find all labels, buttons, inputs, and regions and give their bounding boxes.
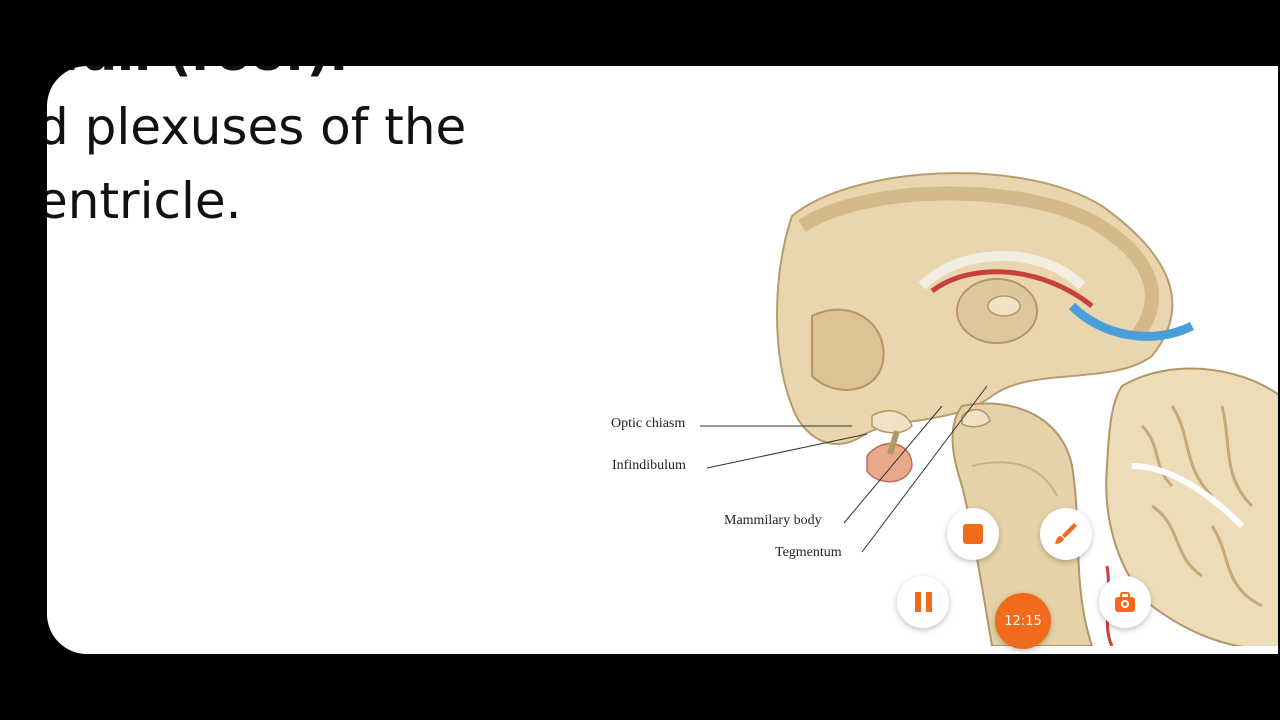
pause-icon: [914, 592, 932, 612]
label-infundibulum: Infindibulum: [612, 458, 686, 473]
brain-sagittal-illustration: [776, 172, 1278, 646]
recording-timer: 12:15: [1004, 613, 1042, 629]
stop-recording-button[interactable]: [947, 508, 999, 560]
vein-blue: [1068, 302, 1195, 341]
slide-text-line-3: entricle.: [47, 172, 242, 230]
stop-icon: [963, 524, 983, 544]
recording-timer-button[interactable]: 12:15: [995, 593, 1051, 649]
slide-text-line-2: d plexuses of the: [47, 98, 467, 156]
corpus-callosum: [918, 251, 1086, 290]
label-mammillary-body: Mammilary body: [724, 513, 822, 528]
label-optic-chiasm: Optic chiasm: [611, 416, 686, 431]
brush-icon: [1055, 523, 1077, 544]
pause-recording-button[interactable]: [897, 576, 949, 628]
draw-brush-button[interactable]: [1040, 508, 1092, 560]
choroid-plexus-red: [930, 269, 1094, 308]
toolbox-icon: [1115, 592, 1135, 612]
slide-frame: wall (roof). d plexuses of the entricle.: [47, 66, 1278, 654]
toolbox-button[interactable]: [1099, 576, 1151, 628]
slide-text-line-1: wall (roof).: [47, 66, 348, 78]
cortex-band: [798, 186, 1159, 341]
mammillary-shape: [961, 409, 991, 428]
label-tegmentum: Tegmentum: [775, 545, 842, 560]
